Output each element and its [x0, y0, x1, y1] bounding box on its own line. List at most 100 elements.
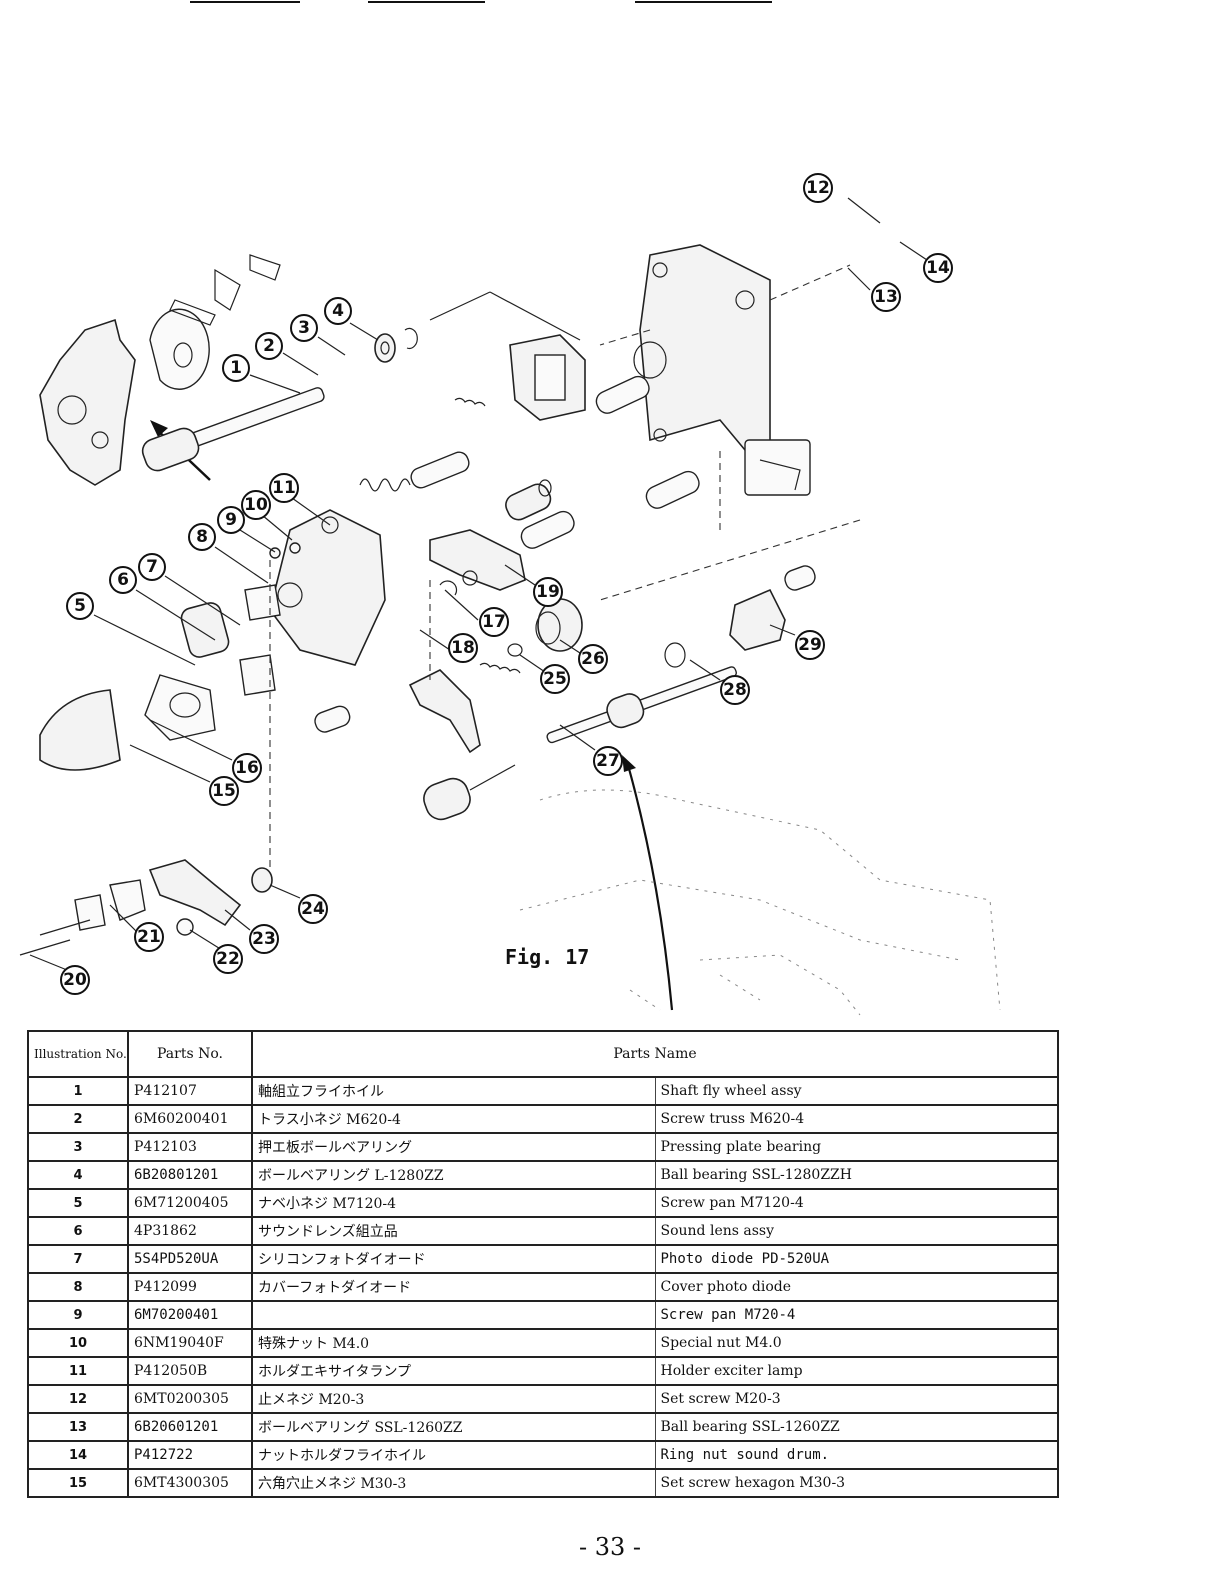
cell-name-english: Screw pan M7120-4: [654, 1188, 1059, 1218]
cell-illustration-no: 10: [27, 1328, 129, 1358]
callout-6: 6: [109, 566, 137, 594]
callout-25: 25: [540, 664, 570, 694]
table-row: 1 P412107 軸組立フライホイル Shaft fly wheel assy: [27, 1076, 1059, 1106]
cell-part-no: 6B20601201: [127, 1412, 253, 1442]
figure-caption: Fig. 17: [505, 945, 589, 969]
cell-illustration-no: 4: [27, 1160, 129, 1190]
svg-text:26: 26: [581, 649, 605, 669]
callout-24: 24: [298, 894, 328, 924]
svg-text:8: 8: [196, 527, 208, 547]
cell-name-english: Ring nut sound drum.: [654, 1440, 1059, 1470]
callout-16: 16: [232, 753, 262, 783]
svg-text:11: 11: [272, 478, 296, 498]
cell-name-english: Set screw hexagon M30-3: [654, 1468, 1059, 1498]
cell-part-no: 6M60200401: [127, 1104, 253, 1134]
callout-27: 27: [593, 746, 623, 776]
cell-name-english: Special nut M4.0: [654, 1328, 1059, 1358]
table-row: 4 6B20801201 ボールベアリング L-1280ZZ Ball bear…: [27, 1160, 1059, 1190]
svg-text:7: 7: [146, 557, 158, 577]
cell-part-no: 6B20801201: [127, 1160, 253, 1190]
callout-9: 9: [217, 506, 245, 534]
table-row: 11 P412050B ホルダエキサイタランプ Holder exciter l…: [27, 1356, 1059, 1386]
table-row: 10 6NM19040F 特殊ナット M4.0 Special nut M4.0: [27, 1328, 1059, 1358]
callout-3: 3: [290, 314, 318, 342]
callout-7: 7: [138, 553, 166, 581]
callout-14: 14: [923, 253, 953, 283]
cell-name-english: Shaft fly wheel assy: [654, 1076, 1059, 1106]
cell-illustration-no: 5: [27, 1188, 129, 1218]
callout-5: 5: [66, 592, 94, 620]
svg-text:21: 21: [137, 927, 161, 947]
header-illustration-no: Illustration No.: [27, 1030, 129, 1078]
cell-illustration-no: 1: [27, 1076, 129, 1106]
cell-name-english: Pressing plate bearing: [654, 1132, 1059, 1162]
svg-text:17: 17: [482, 612, 506, 632]
svg-text:14: 14: [926, 258, 950, 278]
cell-illustration-no: 15: [27, 1468, 129, 1498]
cell-name-japanese: シリコンフォトダイオード: [251, 1244, 656, 1274]
callout-18: 18: [448, 633, 478, 663]
svg-text:3: 3: [298, 318, 310, 338]
svg-text:4: 4: [332, 301, 344, 321]
svg-text:28: 28: [723, 680, 747, 700]
cell-part-no: P412107: [127, 1076, 253, 1106]
cell-illustration-no: 7: [27, 1244, 129, 1274]
callout-12: 12: [803, 173, 833, 203]
cell-name-japanese: ボールベアリング SSL-1260ZZ: [251, 1412, 656, 1442]
callout-4: 4: [324, 297, 352, 325]
svg-text:25: 25: [543, 669, 567, 689]
svg-text:19: 19: [536, 582, 560, 602]
callout-20: 20: [60, 965, 90, 995]
svg-text:18: 18: [451, 638, 475, 658]
svg-text:29: 29: [798, 635, 822, 655]
header-parts-no: Parts No.: [127, 1030, 253, 1078]
cell-part-no: P412050B: [127, 1356, 253, 1386]
callout-19: 19: [533, 577, 563, 607]
cell-illustration-no: 9: [27, 1300, 129, 1330]
cell-illustration-no: 11: [27, 1356, 129, 1386]
table-row: 9 6M70200401 Screw pan M720-4: [27, 1300, 1059, 1330]
svg-text:22: 22: [216, 949, 240, 969]
cell-name-japanese: ボールベアリング L-1280ZZ: [251, 1160, 656, 1190]
cell-name-english: Ball bearing SSL-1260ZZ: [654, 1412, 1059, 1442]
cell-name-japanese: 六角穴止メネジ M30-3: [251, 1468, 656, 1498]
cell-illustration-no: 13: [27, 1412, 129, 1442]
callout-10: 10: [241, 490, 271, 520]
cell-name-english: Photo diode PD-520UA: [654, 1244, 1059, 1274]
cell-part-no: P412103: [127, 1132, 253, 1162]
table-row: 5 6M71200405 ナベ小ネジ M7120-4 Screw pan M71…: [27, 1188, 1059, 1218]
header-parts-name: Parts Name: [251, 1030, 1059, 1078]
callout-17: 17: [479, 607, 509, 637]
page-number: - 33 -: [578, 1533, 641, 1561]
cell-name-japanese: ホルダエキサイタランプ: [251, 1356, 656, 1386]
table-row: 7 5S4PD520UA シリコンフォトダイオード Photo diode PD…: [27, 1244, 1059, 1274]
svg-text:6: 6: [117, 570, 129, 590]
cell-name-japanese: 押エ板ボールベアリング: [251, 1132, 656, 1162]
cell-name-japanese: 軸組立フライホイル: [251, 1076, 656, 1106]
cell-illustration-no: 3: [27, 1132, 129, 1162]
svg-text:20: 20: [63, 970, 87, 990]
exploded-view-figure: 1 2 3 4 5 6 7 8 9 10 11 12 13 14 15 16 1…: [19, 1, 1001, 1016]
cell-name-english: Ball bearing SSL-1280ZZH: [654, 1160, 1059, 1190]
table-row: 6 4P31862 サウンドレンズ組立品 Sound lens assy: [27, 1216, 1059, 1246]
callout-2: 2: [255, 332, 283, 360]
table-row: 13 6B20601201 ボールベアリング SSL-1260ZZ Ball b…: [27, 1412, 1059, 1442]
svg-text:27: 27: [596, 751, 620, 771]
callout-22: 22: [213, 944, 243, 974]
callout-21: 21: [134, 922, 164, 952]
svg-text:12: 12: [806, 178, 830, 198]
cell-part-no: 4P31862: [127, 1216, 253, 1246]
cell-part-no: 6M71200405: [127, 1188, 253, 1218]
callout-26: 26: [578, 644, 608, 674]
cell-part-no: P412099: [127, 1272, 253, 1302]
cell-name-english: Set screw M20-3: [654, 1384, 1059, 1414]
svg-text:24: 24: [301, 899, 325, 919]
table-row: 2 6M60200401 トラス小ネジ M620-4 Screw truss M…: [27, 1104, 1059, 1134]
callout-13: 13: [871, 282, 901, 312]
cell-illustration-no: 6: [27, 1216, 129, 1246]
cell-name-japanese: 止メネジ M20-3: [251, 1384, 656, 1414]
callout-28: 28: [720, 675, 750, 705]
cell-part-no: P412722: [127, 1440, 253, 1470]
callout-15: 15: [209, 776, 239, 806]
cell-part-no: 6MT0200305: [127, 1384, 253, 1414]
